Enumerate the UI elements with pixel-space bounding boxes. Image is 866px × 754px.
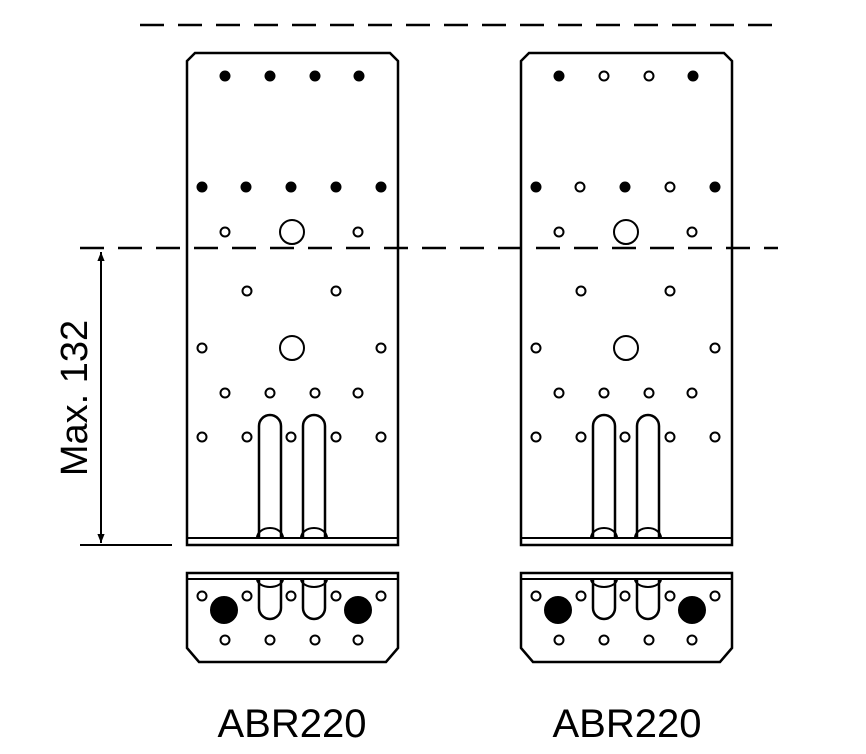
open-hole bbox=[309, 387, 321, 399]
open-hole bbox=[619, 431, 631, 443]
open-hole bbox=[530, 590, 542, 602]
filled-hole bbox=[285, 181, 297, 193]
open-hole bbox=[598, 387, 610, 399]
filled-hole bbox=[375, 181, 387, 193]
slot-bend bbox=[256, 527, 284, 539]
open-hole bbox=[330, 431, 342, 443]
filled-hole bbox=[678, 596, 706, 624]
open-hole bbox=[196, 431, 208, 443]
open-hole bbox=[285, 590, 297, 602]
open-hole bbox=[219, 634, 231, 646]
open-hole bbox=[709, 590, 721, 602]
stiffening-slot bbox=[301, 579, 327, 621]
open-hole bbox=[643, 634, 655, 646]
open-hole bbox=[330, 590, 342, 602]
filled-hole bbox=[619, 181, 631, 193]
open-hole bbox=[309, 634, 321, 646]
slot-bend bbox=[590, 578, 618, 588]
filled-hole bbox=[309, 70, 321, 82]
open-hole bbox=[553, 387, 565, 399]
filled-hole bbox=[544, 596, 572, 624]
stiffening-slot bbox=[635, 413, 661, 538]
open-hole bbox=[574, 181, 586, 193]
open-hole bbox=[643, 387, 655, 399]
bracket-label-right: ABR220 bbox=[553, 702, 702, 746]
filled-hole bbox=[264, 70, 276, 82]
open-hole bbox=[664, 181, 676, 193]
open-hole bbox=[375, 431, 387, 443]
open-hole bbox=[241, 431, 253, 443]
stiffening-slot bbox=[257, 413, 283, 538]
filled-hole bbox=[553, 70, 565, 82]
filled-hole bbox=[210, 596, 238, 624]
open-hole bbox=[686, 226, 698, 238]
open-hole bbox=[664, 590, 676, 602]
open-hole bbox=[598, 70, 610, 82]
open-hole bbox=[709, 342, 721, 354]
open-hole bbox=[264, 634, 276, 646]
open-hole bbox=[575, 285, 587, 297]
filled-hole bbox=[240, 181, 252, 193]
open-hole bbox=[619, 590, 631, 602]
open-hole bbox=[598, 634, 610, 646]
open-hole bbox=[643, 70, 655, 82]
filled-hole bbox=[219, 70, 231, 82]
filled-hole bbox=[330, 181, 342, 193]
filled-hole bbox=[344, 596, 372, 624]
open-hole bbox=[352, 226, 364, 238]
slot-bend bbox=[634, 527, 662, 539]
open-hole bbox=[575, 590, 587, 602]
open-hole bbox=[352, 387, 364, 399]
open-hole bbox=[613, 219, 639, 245]
open-hole bbox=[686, 634, 698, 646]
open-hole bbox=[196, 590, 208, 602]
open-hole bbox=[264, 387, 276, 399]
open-hole bbox=[279, 219, 305, 245]
slot-bend bbox=[300, 527, 328, 539]
open-hole bbox=[530, 342, 542, 354]
open-hole bbox=[664, 285, 676, 297]
open-hole bbox=[285, 431, 297, 443]
open-hole bbox=[709, 431, 721, 443]
open-hole bbox=[196, 342, 208, 354]
open-hole bbox=[279, 335, 305, 361]
slot-bend bbox=[634, 578, 662, 588]
upper-plate-outline bbox=[185, 51, 400, 547]
open-hole bbox=[219, 387, 231, 399]
stiffening-slot bbox=[591, 413, 617, 538]
open-hole bbox=[330, 285, 342, 297]
stiffening-slot bbox=[635, 579, 661, 621]
lower-plate-outline bbox=[519, 571, 734, 664]
open-hole bbox=[553, 634, 565, 646]
open-hole bbox=[375, 590, 387, 602]
open-hole bbox=[241, 285, 253, 297]
open-hole bbox=[241, 590, 253, 602]
slot-bend bbox=[256, 578, 284, 588]
open-hole bbox=[613, 335, 639, 361]
bracket-right bbox=[519, 51, 734, 664]
dimension-label: Max. 132 bbox=[54, 320, 96, 476]
open-hole bbox=[553, 226, 565, 238]
open-hole bbox=[664, 431, 676, 443]
filled-hole bbox=[709, 181, 721, 193]
open-hole bbox=[530, 431, 542, 443]
slot-bend bbox=[590, 527, 618, 539]
upper-plate-outline bbox=[519, 51, 734, 547]
filled-hole bbox=[196, 181, 208, 193]
filled-hole bbox=[353, 70, 365, 82]
open-hole bbox=[375, 342, 387, 354]
stiffening-slot bbox=[257, 579, 283, 621]
bracket-label-left: ABR220 bbox=[218, 702, 367, 746]
filled-hole bbox=[687, 70, 699, 82]
open-hole bbox=[219, 226, 231, 238]
lower-plate-outline bbox=[185, 571, 400, 664]
open-hole bbox=[686, 387, 698, 399]
bracket-left bbox=[185, 51, 400, 664]
filled-hole bbox=[530, 181, 542, 193]
stiffening-slot bbox=[301, 413, 327, 538]
slot-bend bbox=[300, 578, 328, 588]
stiffening-slot bbox=[591, 579, 617, 621]
open-hole bbox=[575, 431, 587, 443]
open-hole bbox=[352, 634, 364, 646]
